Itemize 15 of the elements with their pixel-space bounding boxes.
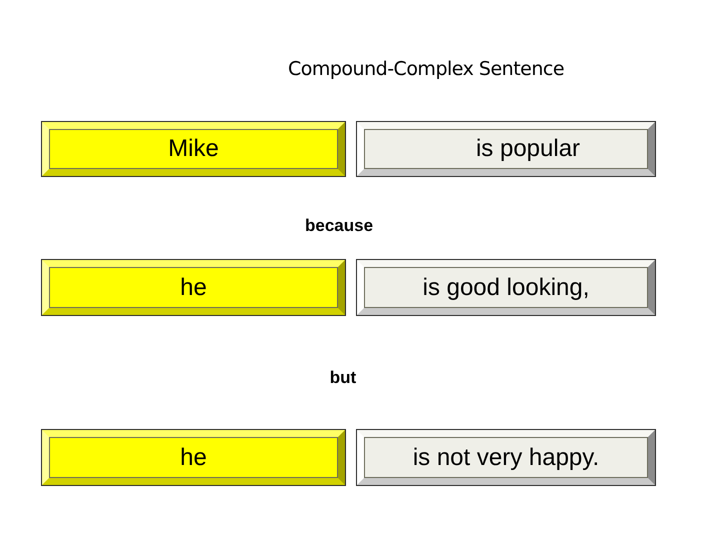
conjunction-label: because bbox=[304, 215, 374, 237]
predicate-clause-panel bbox=[357, 430, 655, 485]
conjunction-label: but bbox=[330, 367, 356, 389]
subject-clause-panel bbox=[42, 260, 345, 315]
predicate-clause-panel bbox=[357, 260, 655, 315]
subject-clause-panel bbox=[42, 430, 345, 485]
clause-text: is popular bbox=[476, 135, 580, 163]
subject-clause-panel bbox=[42, 122, 345, 176]
clause-text: he bbox=[180, 274, 207, 302]
diagram-title: Compound-Complex Sentence bbox=[288, 57, 564, 81]
predicate-clause-panel bbox=[357, 122, 655, 176]
clause-text: he bbox=[180, 444, 207, 472]
clause-text: Mike bbox=[168, 135, 219, 163]
clause-text: is good looking, bbox=[422, 274, 590, 302]
clause-text: is not very happy. bbox=[412, 444, 600, 472]
